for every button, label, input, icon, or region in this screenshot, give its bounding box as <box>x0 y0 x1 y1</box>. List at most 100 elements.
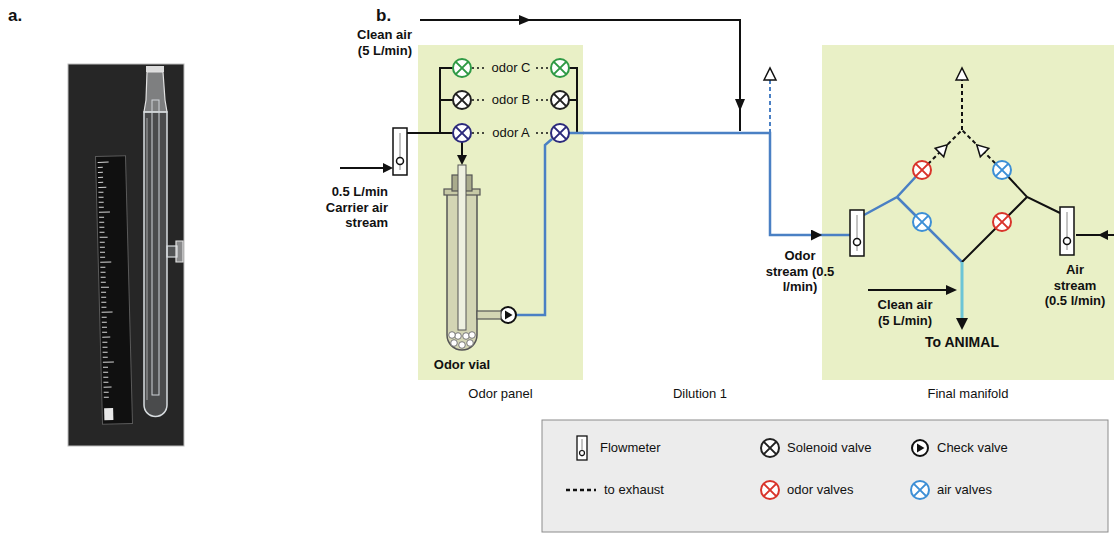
solenoid-valve <box>453 124 471 142</box>
check-valve <box>500 307 516 323</box>
flow-label: 0.5 L/min Carrier air stream <box>298 184 388 231</box>
legend-label: Solenoid valve <box>787 440 872 456</box>
odor-valve <box>993 213 1011 231</box>
exhaust-icon <box>566 489 596 492</box>
node-heading: Odor vial <box>434 357 490 373</box>
legend-label: odor valves <box>787 482 853 498</box>
photo-glassware <box>146 66 164 72</box>
flowmeter <box>850 210 864 256</box>
ruler-tick <box>102 312 113 313</box>
panel-fill <box>822 45 1114 380</box>
solenoid-valve-icon <box>761 439 779 457</box>
odor-valve <box>993 213 1011 231</box>
solenoid-valve <box>551 59 569 77</box>
legend-label: Flowmeter <box>600 440 661 456</box>
ruler-tick <box>98 162 109 163</box>
check-valve-icon <box>917 444 925 453</box>
solenoid-valve <box>453 91 471 109</box>
flowmeter <box>1064 238 1071 245</box>
ruler-tick <box>99 217 104 218</box>
ruler-tick <box>98 187 106 188</box>
to-animal-line <box>961 262 964 320</box>
legend-swatch-cross <box>914 484 927 497</box>
ruler-tick <box>101 307 106 308</box>
flowmeter <box>397 158 404 165</box>
ruler-tick <box>99 232 104 233</box>
ruler-tick <box>98 167 103 168</box>
ruler-tick <box>101 287 109 288</box>
ruler-tick <box>100 262 111 263</box>
panel-letter: a. <box>8 6 38 26</box>
solenoid-valve <box>554 127 567 140</box>
ruler-tick <box>101 302 106 303</box>
photo-glassware <box>68 64 184 446</box>
legend-label: to exhaust <box>604 482 664 498</box>
odor-name: odor C <box>485 60 537 76</box>
legend-box <box>542 420 1108 532</box>
glass-bead <box>469 332 476 339</box>
check-valve-icon <box>912 440 928 456</box>
check-valve <box>505 311 513 320</box>
exhaust-line <box>769 80 771 133</box>
ruler-tick <box>104 392 109 393</box>
vial-inlet-line <box>461 142 463 157</box>
ruler-tick <box>103 372 108 373</box>
odor-line <box>822 234 850 237</box>
clean-air-line <box>735 99 745 111</box>
ruler-tick <box>104 387 112 388</box>
legend-label: Check valve <box>937 440 1008 456</box>
odor-name: odor A <box>485 125 537 141</box>
ruler-tick <box>99 197 104 198</box>
solenoid-valve <box>456 94 469 107</box>
solenoid-valve <box>456 62 469 75</box>
ruler-tick <box>99 222 104 223</box>
ruler-tick <box>102 337 110 338</box>
ruler-tick <box>100 252 105 253</box>
ruler-tick <box>101 292 106 293</box>
ruler-tick <box>98 177 103 178</box>
ruler-tick <box>99 202 104 203</box>
air-valve <box>993 161 1011 179</box>
air-valve <box>913 213 931 231</box>
flowmeter <box>850 210 864 256</box>
flowmeter <box>393 128 407 175</box>
ruler-tick <box>102 327 107 328</box>
exhaust-line <box>764 68 776 133</box>
legend-label: air valves <box>937 482 992 498</box>
odor-valve <box>913 161 931 179</box>
ruler-tick <box>102 347 107 348</box>
air-valve <box>916 216 929 229</box>
flowmeter <box>854 239 861 246</box>
odor-stream-line <box>583 133 822 235</box>
ruler-tick <box>100 267 105 268</box>
glass-bead <box>451 340 458 347</box>
flow-label: Air stream (0.5 l/min) <box>1043 262 1107 309</box>
air-inlet-line <box>1076 234 1114 236</box>
ruler-tick <box>103 362 114 363</box>
ruler-tick <box>103 352 108 353</box>
glass-bead <box>455 333 462 340</box>
air-valve <box>993 161 1011 179</box>
legend-swatch <box>758 478 782 502</box>
solenoid-valve <box>551 124 569 142</box>
vial-inner-tube <box>458 165 466 330</box>
flowmeter-icon <box>577 436 587 460</box>
solenoid-valve <box>453 91 471 109</box>
carrier-air-line <box>340 167 388 169</box>
legend-swatch <box>908 478 932 502</box>
ruler-tick <box>99 207 104 208</box>
ruler-tick <box>101 277 106 278</box>
flow-label: Odor stream (0.5 l/min) <box>763 248 837 295</box>
solenoid-valve <box>554 94 567 107</box>
ruler-tick <box>98 192 103 193</box>
solenoid-valve <box>554 62 567 75</box>
flow-label: Clean air (5 L/min) <box>348 27 412 58</box>
solenoid-valve <box>453 59 471 77</box>
ruler-tick <box>99 212 110 213</box>
panel-letter: b. <box>376 6 406 26</box>
ruler-tick <box>103 377 108 378</box>
solenoid-valve <box>551 59 569 77</box>
legend-swatch-cross <box>764 484 777 497</box>
ruler-tick <box>101 297 106 298</box>
odor-valve <box>996 216 1009 229</box>
